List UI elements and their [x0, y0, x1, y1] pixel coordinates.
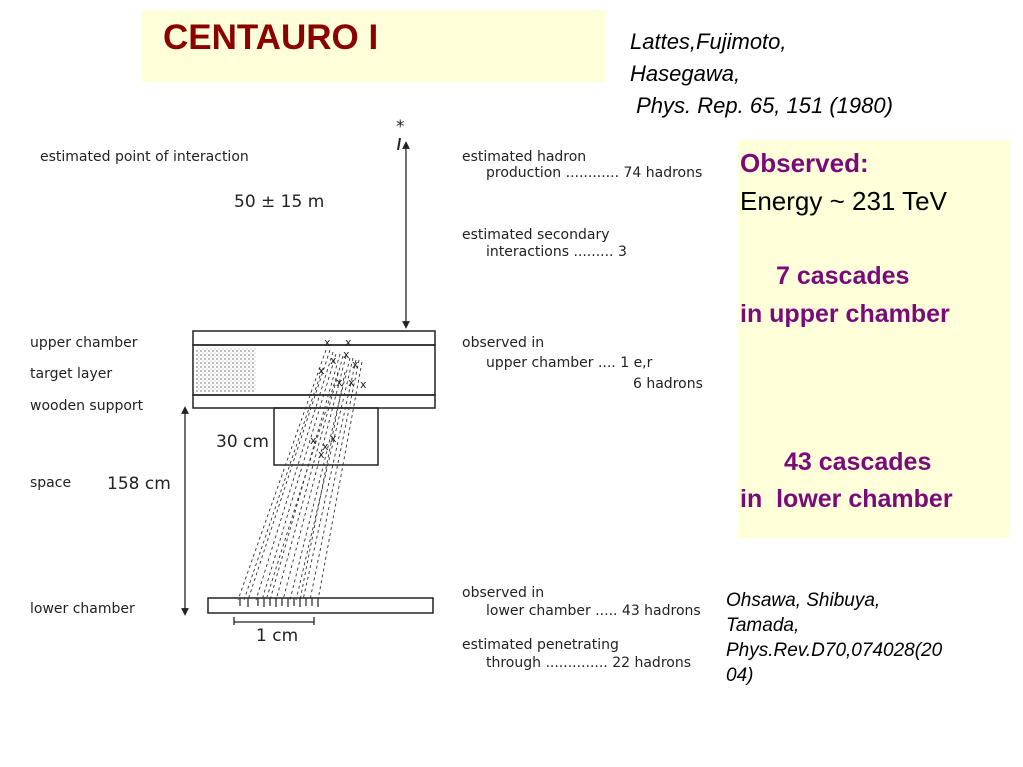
secondary-interactions-label: estimated secondary	[462, 227, 610, 243]
svg-text:x: x	[322, 440, 329, 453]
interaction-point-label: estimated point of interaction	[40, 149, 249, 165]
lower-chamber	[207, 597, 434, 614]
scale-label: 1 cm	[256, 626, 298, 646]
interaction-point-icon: *	[396, 117, 405, 151]
hadron-production-value: production ............ 74 hadrons	[486, 165, 702, 181]
reference-line: 04)	[726, 665, 754, 686]
gap-box	[273, 407, 379, 466]
observed-lower-label: observed in	[462, 585, 544, 601]
svg-text:x: x	[343, 348, 350, 361]
reference-line: Hasegawa,	[630, 61, 741, 86]
reference-line: Phys. Rep. 65, 151 (1980)	[630, 93, 893, 118]
wooden-support-label: wooden support	[30, 398, 144, 414]
title-banner	[142, 10, 605, 82]
secondary-interactions-value: interactions ......... 3	[486, 244, 627, 260]
reference-line: Phys.Rev.D70,074028(20	[726, 640, 943, 661]
distance-label: 50 ± 15 m	[234, 192, 324, 212]
svg-text:x: x	[310, 434, 317, 447]
slide-title: CENTAURO I	[163, 18, 379, 57]
lower-chamber-hits	[239, 598, 319, 607]
observed-upper-hadrons: 6 hadrons	[633, 376, 703, 392]
observed-upper-value: upper chamber .... 1 e,r	[486, 355, 653, 371]
wooden-support	[192, 394, 436, 409]
lower-cascade-count: 43 cascades	[784, 448, 932, 476]
target-layer-fill	[196, 348, 256, 392]
lower-chamber-label: lower chamber	[30, 601, 135, 617]
svg-text:x: x	[352, 358, 359, 371]
space-value: 158 cm	[107, 474, 171, 494]
reference-line: Lattes,Fujimoto,	[630, 29, 787, 54]
reference-ohsawa: Ohsawa, Shibuya, Tamada, Phys.Rev.D70,07…	[726, 588, 996, 688]
svg-text:x: x	[324, 336, 331, 349]
reference-line: Ohsawa, Shibuya,	[726, 590, 881, 611]
observed-lower-value: lower chamber ..... 43 hadrons	[486, 603, 701, 619]
svg-text:x: x	[330, 354, 337, 367]
reference-lattes: Lattes,Fujimoto, Hasegawa, Phys. Rep. 65…	[630, 26, 893, 122]
upper-cascade-count: 7 cascades	[776, 262, 910, 290]
svg-text:x: x	[336, 376, 343, 389]
upper-chamber	[192, 330, 436, 346]
svg-text:x: x	[318, 364, 325, 377]
svg-text:*: *	[396, 117, 405, 137]
upper-cascade-label: in upper chamber	[740, 300, 950, 328]
observed-panel: Observed: Energy ~ 231 TeV 7 cascades in…	[738, 140, 1010, 538]
lower-cascade-label: in lower chamber	[740, 485, 953, 513]
target-layer-label: target layer	[30, 366, 112, 382]
space-label: space	[30, 475, 71, 491]
svg-text:x: x	[345, 336, 352, 349]
svg-text:x: x	[318, 448, 325, 461]
upper-chamber-label: upper chamber	[30, 335, 138, 351]
gap-label: 30 cm	[216, 432, 269, 452]
svg-text:x: x	[330, 432, 337, 445]
cascade-tracks	[237, 349, 363, 601]
penetrating-label: estimated penetrating	[462, 637, 619, 653]
penetrating-value: through .............. 22 hadrons	[486, 655, 691, 671]
observed-upper-label: observed in	[462, 335, 544, 351]
svg-text:x: x	[360, 378, 367, 391]
observed-heading: Observed:	[740, 148, 869, 178]
penetrating-row: through .............. 22 hadrons	[486, 655, 691, 671]
reference-line: Tamada,	[726, 615, 800, 636]
hadron-production-label: estimated hadron	[462, 149, 586, 165]
svg-text:x: x	[348, 376, 355, 389]
energy-value: Energy ~ 231 TeV	[740, 186, 947, 216]
